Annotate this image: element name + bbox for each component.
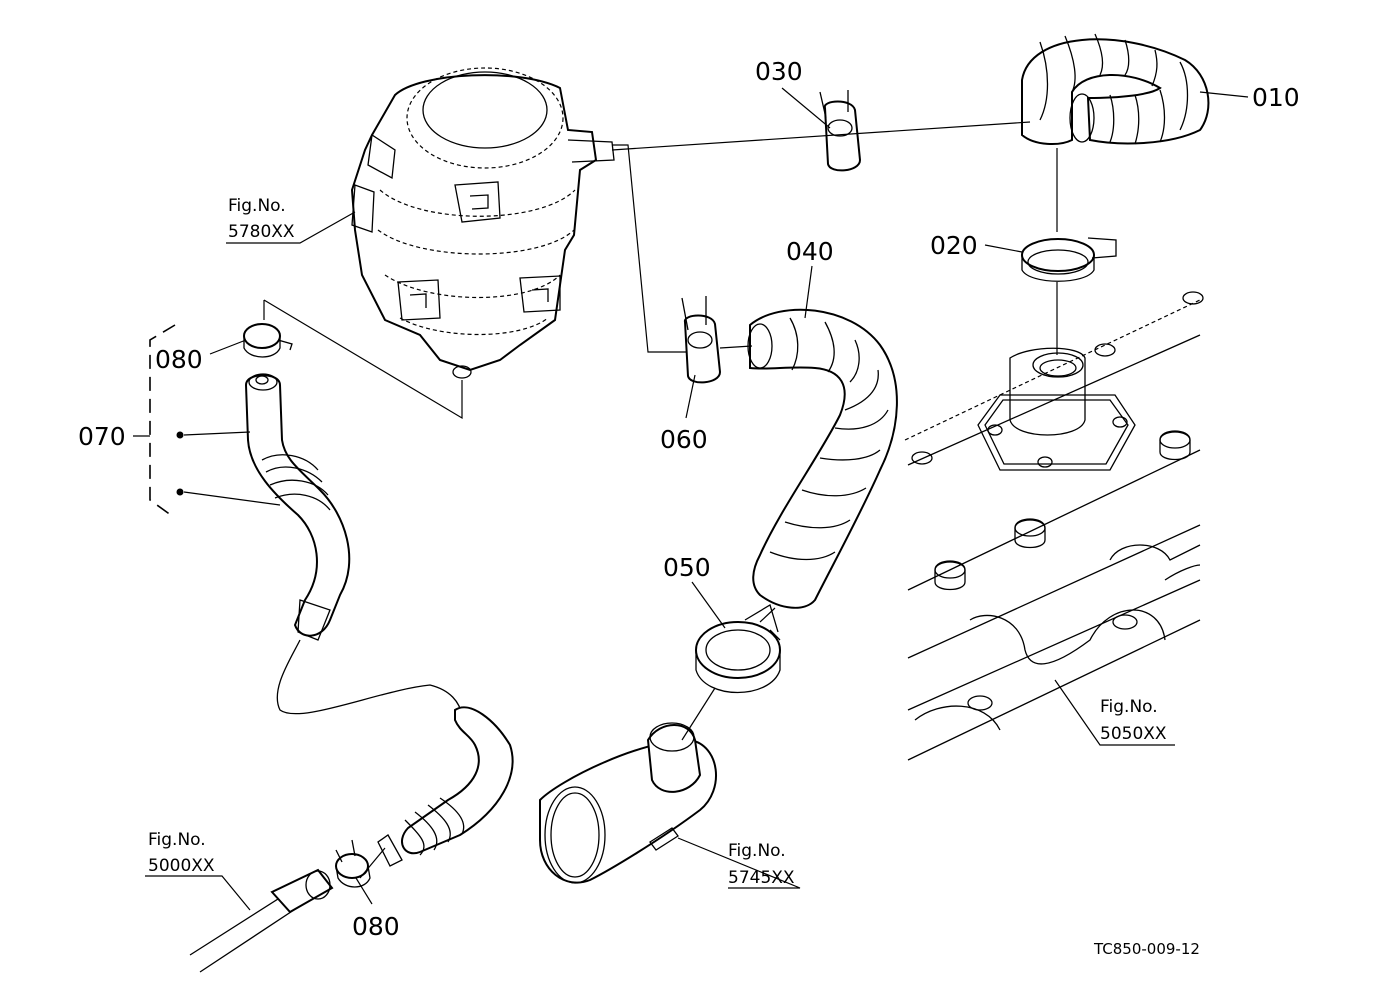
engine-pipe [189,868,334,973]
hose-040 [747,308,898,609]
callout-020: 020 [930,231,978,260]
fig-ref-separator-number: 5780XX [228,222,295,242]
clamp-080-bottom [335,839,371,888]
fig-ref-intake-number: 5745XX [728,868,795,888]
fig-ref-manifold-label: Fig.No. [1100,697,1158,717]
fig-ref-engine-number: 5000XX [148,856,215,876]
cylinder-head [904,291,1204,761]
callout-050: 050 [663,553,711,582]
fig-ref-engine-label: Fig.No. [148,830,206,850]
clamp-020 [1021,237,1117,282]
connection-lines [263,121,1058,879]
callout-070: 070 [78,422,126,451]
callout-060: 060 [660,425,708,454]
callout-leaders [145,87,1249,911]
clamp-080-top [243,323,293,358]
clamp-060 [681,296,722,384]
fig-ref-intake-label: Fig.No. [728,841,786,861]
callout-080-top: 080 [155,345,203,374]
callout-080-bottom: 080 [352,912,400,941]
clamp-030 [819,90,862,172]
drawing-code: TC850-009-12 [1093,940,1200,958]
callout-010: 010 [1252,83,1300,112]
hose-010 [1021,33,1210,145]
intake-tube [539,722,717,884]
clamp-050 [695,604,781,694]
callout-030: 030 [755,57,803,86]
callout-040: 040 [786,237,834,266]
fig-ref-separator-label: Fig.No. [228,196,286,216]
fig-ref-manifold-number: 5050XX [1100,724,1167,744]
group-bracket-070 [133,324,281,519]
hose-070 [244,373,514,867]
oil-separator-assembly [350,67,615,379]
